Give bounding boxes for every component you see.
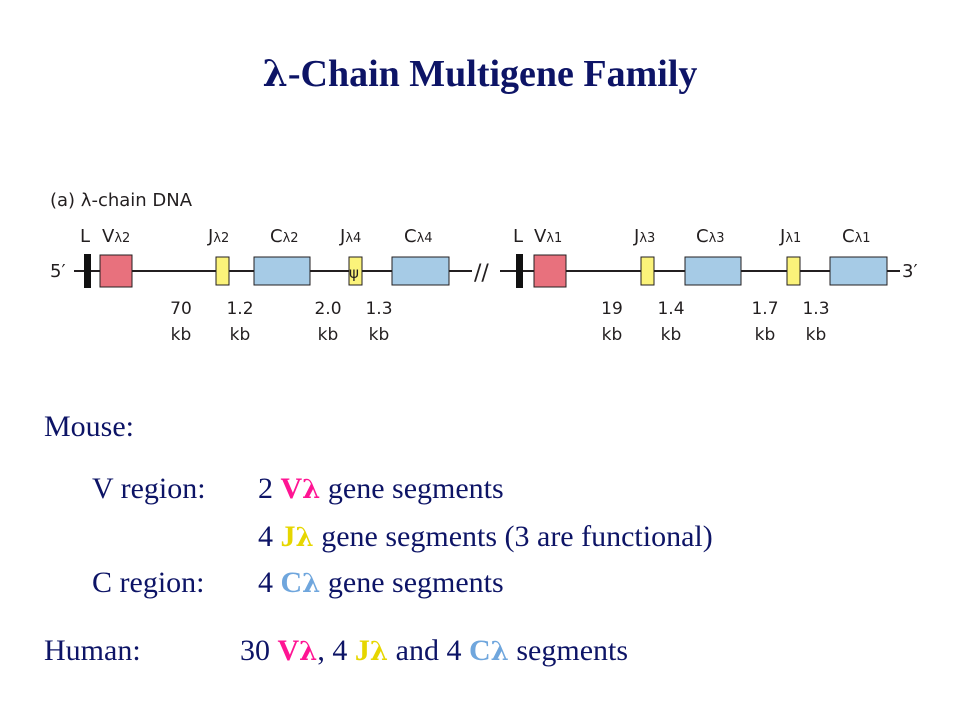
diagram-caption: (a) λ-chain DNA <box>50 190 193 211</box>
distance-value: 1.7 <box>751 299 778 319</box>
distance-unit: kb <box>230 325 251 345</box>
v-lambda1-segment <box>533 254 567 288</box>
c-lambda4-label: Cλ4 <box>404 226 433 247</box>
distance-value: 1.3 <box>365 299 392 319</box>
c-region-label: C region: <box>92 566 205 599</box>
j-lambda2-label: Jλ2 <box>207 226 229 247</box>
j-lambda4-segment <box>348 256 363 286</box>
leader-label-2: L <box>513 226 523 247</box>
j-lambda1-label: Jλ1 <box>779 226 801 247</box>
distance-unit: kb <box>661 325 682 345</box>
leader-label-1: L <box>80 226 90 247</box>
distance-value: 19 <box>601 299 623 319</box>
j-lambda3-segment <box>640 256 655 286</box>
v-lambda2-label: Vλ2 <box>102 226 130 247</box>
c-lambda2-label: Cλ2 <box>270 226 299 247</box>
j-segments-value: 4 Jλ gene segments (3 are functional) <box>258 520 713 553</box>
distance-value: 70 <box>170 299 192 319</box>
c-lambda4-segment <box>391 256 450 286</box>
v-region-value: 2 Vλ gene segments <box>258 472 504 505</box>
distance-unit: kb <box>806 325 827 345</box>
c-lambda3-label: Cλ3 <box>696 226 725 247</box>
distance-value: 1.2 <box>226 299 253 319</box>
mouse-heading: Mouse: <box>44 410 134 443</box>
j-lambda4-label: Jλ4 <box>339 226 361 247</box>
human-label: Human: <box>44 634 141 667</box>
title-text: -Chain Multigene Family <box>287 53 698 95</box>
distance-unit: kb <box>602 325 623 345</box>
distance-value: 2.0 <box>314 299 341 319</box>
distance-unit: kb <box>369 325 390 345</box>
leader-segment-2 <box>516 254 523 288</box>
j-lambda2-segment <box>215 256 230 286</box>
v-lambda1-label: Vλ1 <box>534 226 562 247</box>
break-mark: // <box>474 261 489 286</box>
c-lambda2-segment <box>253 256 311 286</box>
c-region-value: 4 Cλ gene segments <box>258 566 504 599</box>
c-lambda1-label: Cλ1 <box>842 226 871 247</box>
leader-segment-1 <box>84 254 91 288</box>
v-symbol: Vλ <box>280 472 321 505</box>
page-title: λ-Chain Multigene Family <box>0 52 960 96</box>
distance-unit: kb <box>318 325 339 345</box>
distance-unit: kb <box>755 325 776 345</box>
c-lambda1-segment <box>829 256 888 286</box>
three-prime-end: 3′ <box>902 261 918 282</box>
human-segments: 30 Vλ, 4 Jλ and 4 Cλ segments <box>240 634 629 667</box>
lambda-symbol: λ <box>262 53 288 95</box>
distance-unit: kb <box>171 325 192 345</box>
lambda-chain-dna-diagram: (a) λ-chain DNA 5′ // 3′ L Vλ2 Jλ2 Cλ2 ψ… <box>50 190 918 345</box>
distance-value: 1.4 <box>657 299 684 319</box>
c-lambda3-segment <box>684 256 742 286</box>
c-symbol: Cλ <box>280 566 321 599</box>
v-region-label: V region: <box>92 472 206 505</box>
c-symbol: Cλ <box>468 634 509 667</box>
psi-pseudogene-mark: ψ <box>349 264 359 282</box>
v-symbol: Vλ <box>277 634 318 667</box>
v-lambda2-segment <box>99 254 133 288</box>
five-prime-end: 5′ <box>50 261 66 282</box>
j-symbol: Jλ <box>354 634 389 667</box>
j-lambda3-label: Jλ3 <box>633 226 655 247</box>
j-lambda1-segment <box>786 256 801 286</box>
j-symbol: Jλ <box>280 520 314 553</box>
distance-value: 1.3 <box>802 299 829 319</box>
